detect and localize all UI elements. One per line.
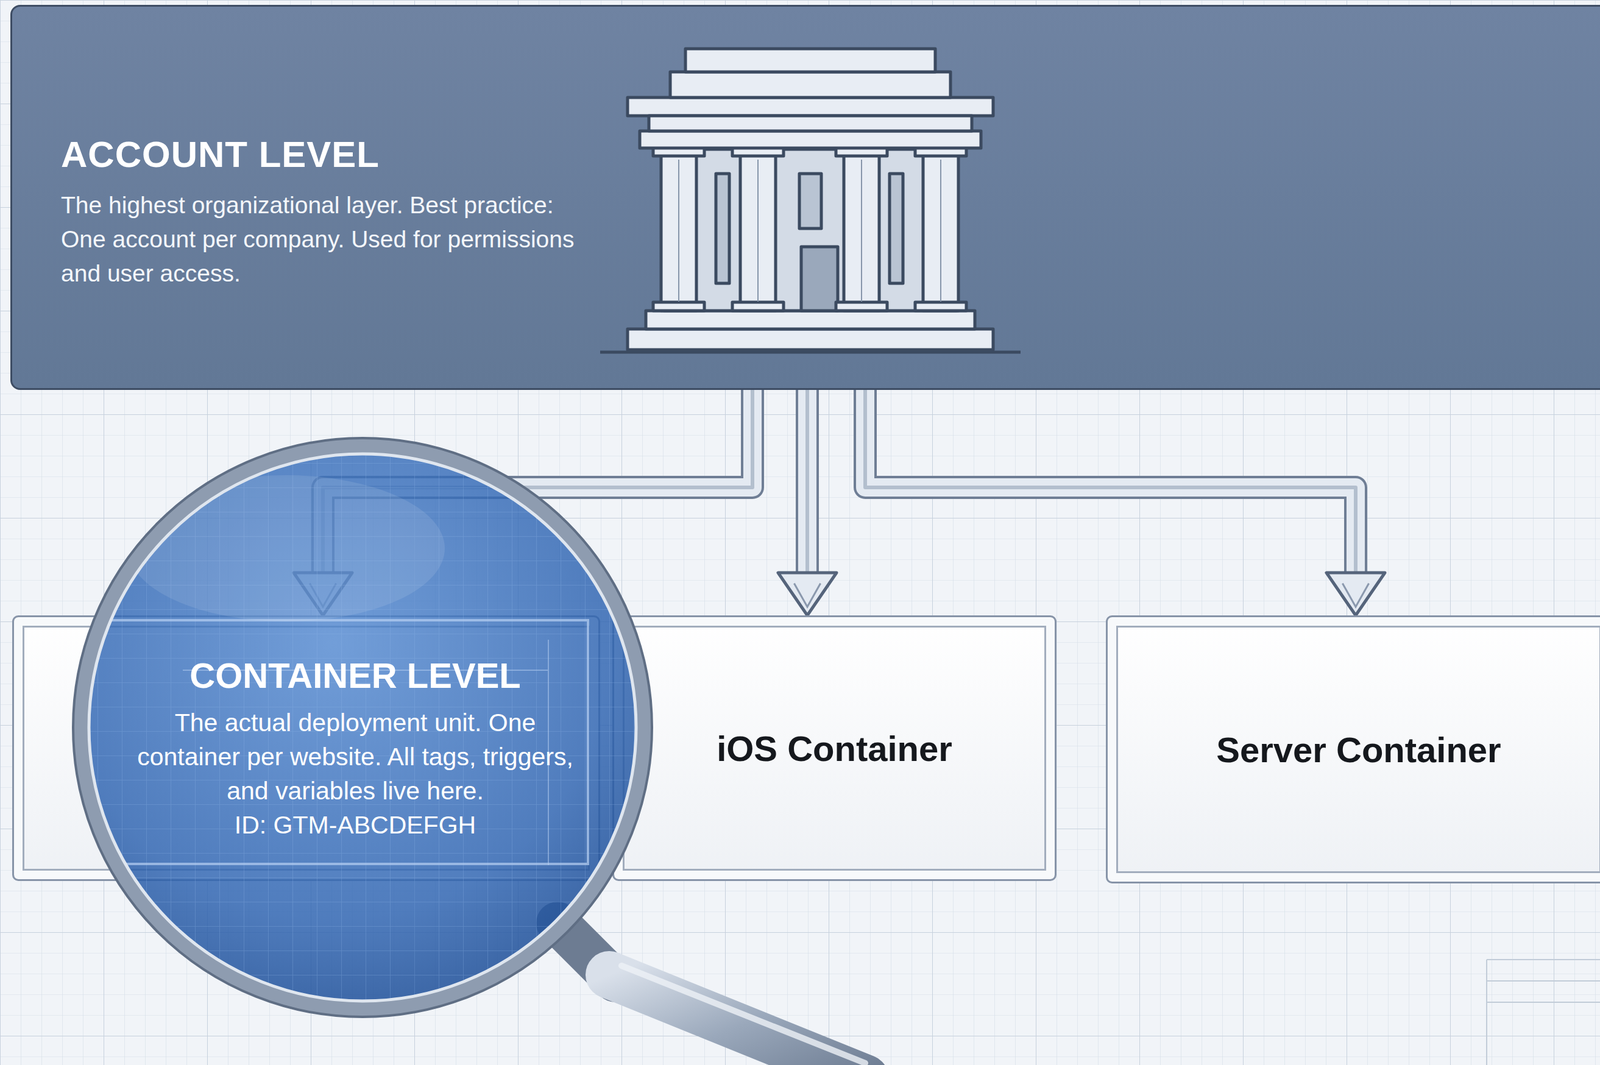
arrow-head	[1326, 572, 1385, 616]
description-text: The highest organizational layer. Best p…	[60, 188, 585, 291]
pipe-outline	[322, 388, 753, 577]
arrow-head-detail	[1342, 583, 1369, 608]
container-box: CONTAINER LEVEL The actual deployment uni…	[12, 615, 601, 882]
pipe-connector	[778, 388, 837, 616]
arrow-head	[293, 572, 353, 616]
arrow-head-detail	[309, 583, 336, 608]
level-heading: iOS Container	[626, 728, 1043, 769]
level-heading: CONTAINER LEVEL	[120, 654, 590, 696]
arrow-head	[778, 572, 837, 616]
pipe-outline	[795, 388, 819, 577]
pipe-connector	[865, 388, 1385, 616]
pipe-outline	[865, 388, 1356, 577]
text-group: Server Container	[1119, 729, 1598, 771]
pipe-body	[798, 388, 817, 577]
container-id: ID: GTM-ABCDEFGH	[120, 807, 590, 843]
description-text: The actual deployment unit. One containe…	[120, 705, 590, 808]
container-box: iOS Container	[612, 615, 1057, 882]
pipe-shade	[322, 388, 753, 577]
pipe-shade	[805, 388, 810, 577]
text-group: iOS Container	[626, 728, 1043, 769]
level-heading: Server Container	[1119, 729, 1598, 771]
pipe-body	[865, 388, 1356, 577]
account-panel: ACCOUNT LEVEL The highest organizational …	[10, 4, 1600, 390]
pipe-shade	[865, 388, 1356, 577]
text-group: CONTAINER LEVEL The actual deployment uni…	[120, 654, 590, 843]
pipe-connector	[293, 388, 753, 616]
pipe-body	[322, 388, 753, 577]
arrow-head-detail	[793, 583, 821, 608]
level-heading: ACCOUNT LEVEL	[60, 133, 380, 176]
container-box: Server Container	[1105, 615, 1600, 884]
